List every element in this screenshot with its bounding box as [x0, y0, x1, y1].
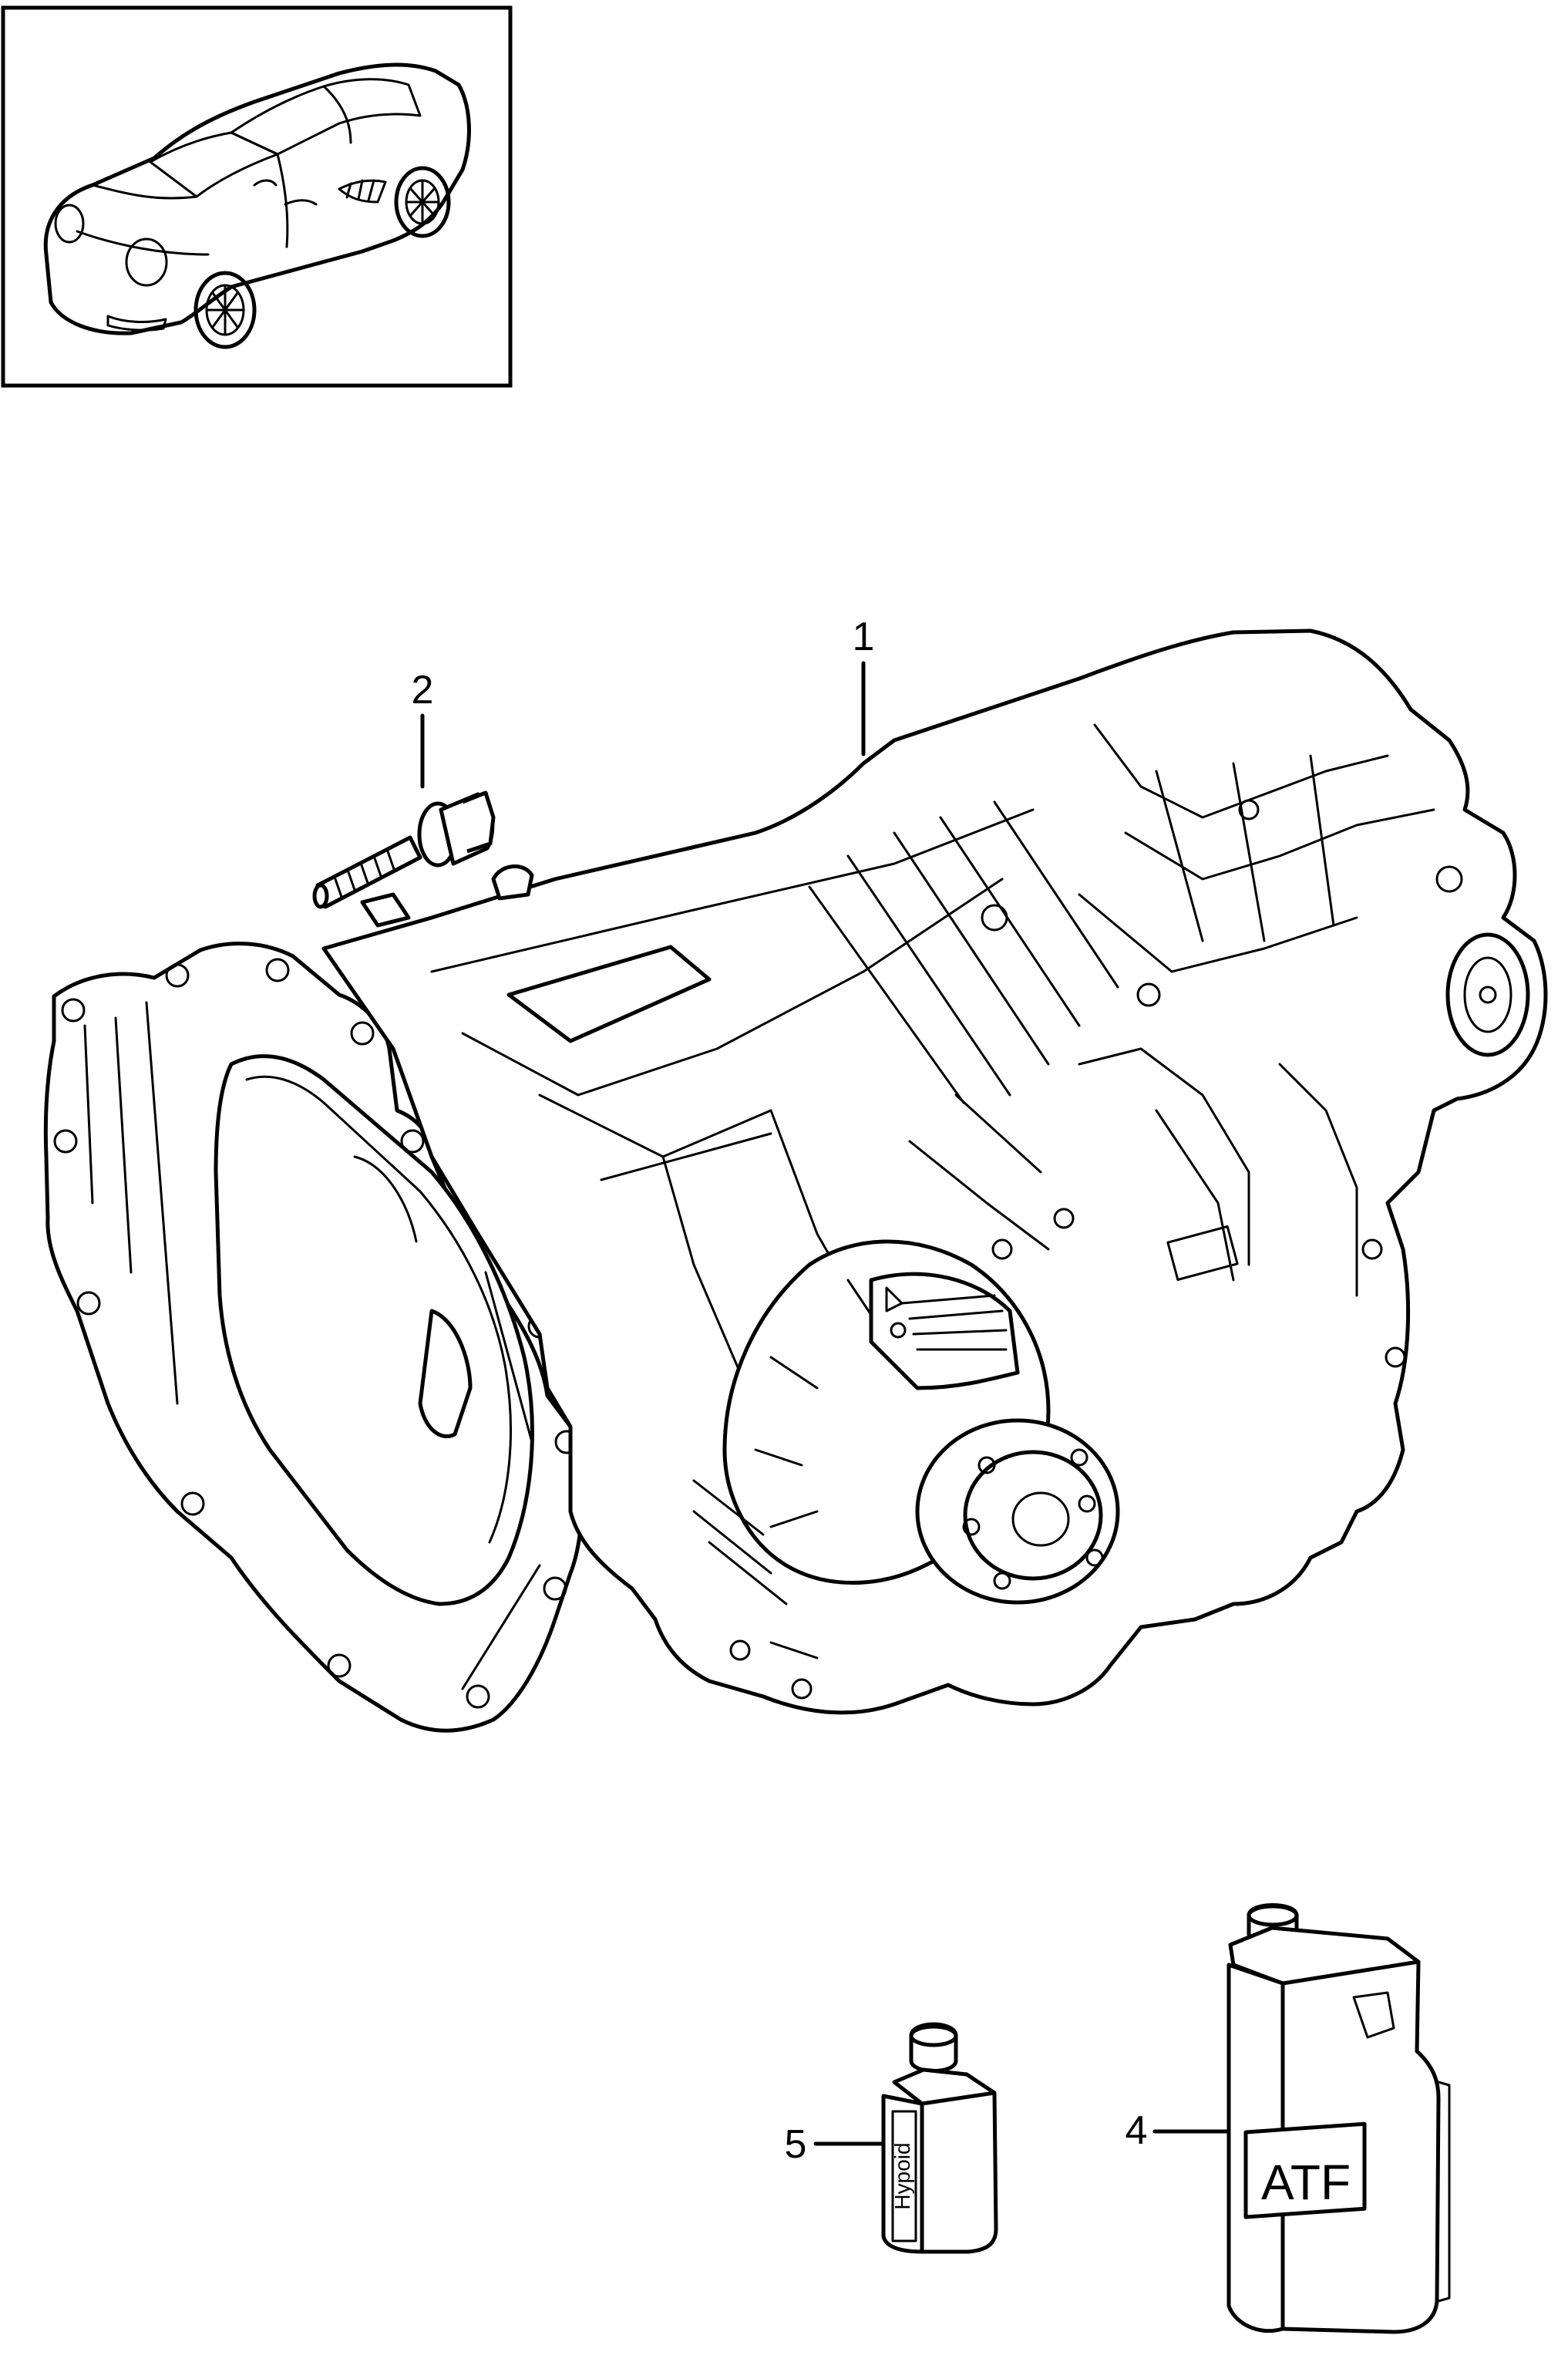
side-drive-flange [915, 1418, 1120, 1605]
callout-4-number: 4 [1126, 2108, 1148, 2153]
hypoid-oil-bottle: 5 Hypoid [785, 2022, 998, 2254]
atf-label-text: ATF [1261, 2155, 1351, 2210]
callout-5-number: 5 [785, 2122, 807, 2167]
roadster-car-icon [43, 62, 471, 349]
callout-1-number: 1 [853, 615, 875, 659]
vehicle-thumbnail [1, 5, 513, 388]
rear-output-flange [1445, 932, 1530, 1057]
transmission-assembly: 1 [43, 615, 1548, 1733]
identification-label [869, 1272, 1020, 1390]
bolt-part: 2 [312, 668, 496, 909]
atf-fluid-canister: 4 ATF [1126, 1903, 1451, 2334]
callout-2-number: 2 [412, 668, 434, 713]
flange-bolt-holes [53, 958, 579, 1709]
hypoid-label-text: Hypoid [890, 2142, 914, 2209]
